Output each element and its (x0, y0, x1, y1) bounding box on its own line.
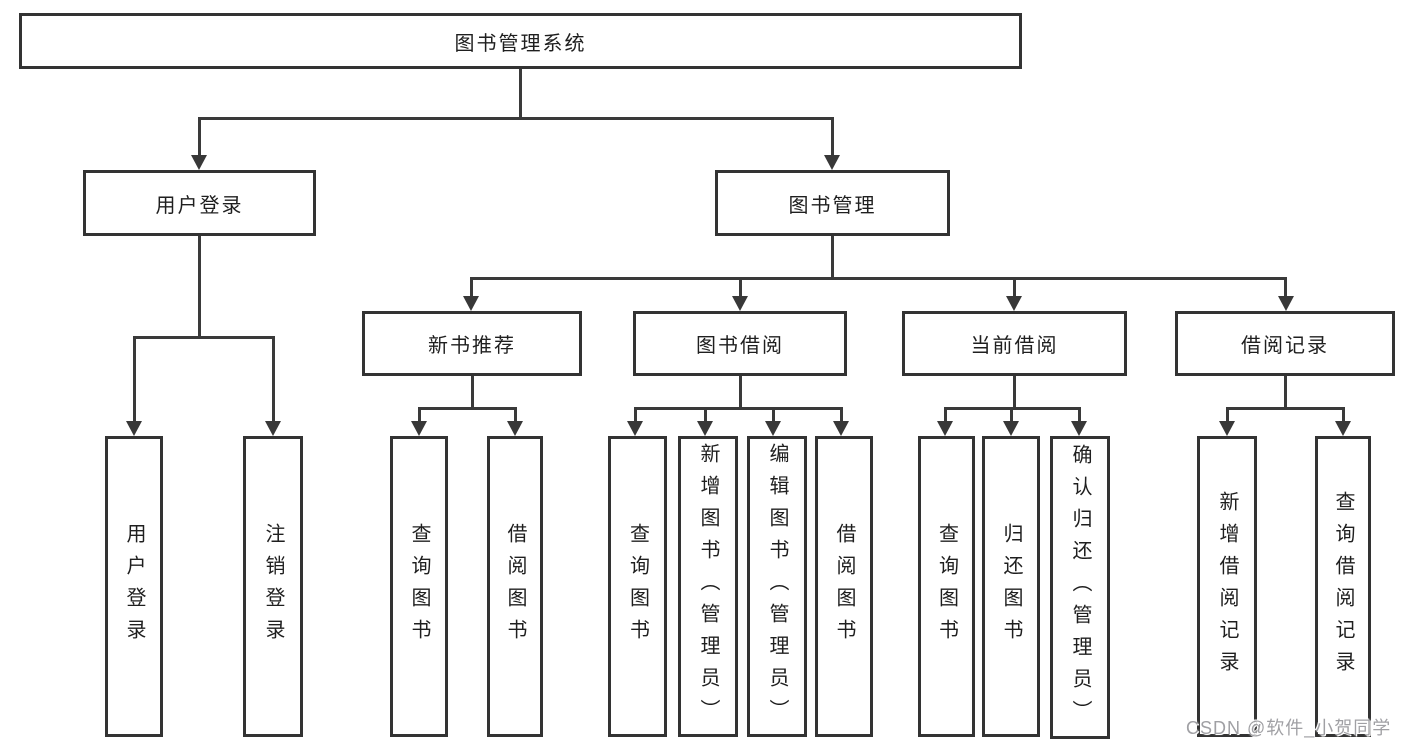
leaf-add-book-admin: 新增图书（管理员） (678, 436, 738, 737)
connector-stem (1078, 407, 1081, 421)
connector-stem (840, 407, 843, 421)
leaf-query-books: 查询图书 (390, 436, 448, 737)
connector-stem (704, 407, 707, 421)
arrow-down-icon (1335, 421, 1351, 436)
connector-stem (772, 407, 775, 421)
node-root-system: 图书管理系统 (19, 13, 1022, 69)
connector-stem (1284, 277, 1287, 296)
connector-stem (944, 407, 947, 421)
connector-stem (634, 407, 637, 421)
connector-user-login-stem (198, 117, 201, 155)
connector-stem (470, 277, 473, 296)
connector-root-stub (519, 69, 522, 117)
arrow-down-icon (411, 421, 427, 436)
leaf-query-borrow-record: 查询借阅记录 (1315, 436, 1371, 737)
leaf-user-login: 用户登录 (105, 436, 163, 737)
arrow-down-icon (1071, 421, 1087, 436)
connector-current-stub (1013, 376, 1016, 410)
leaf-label: 查询图书 (935, 522, 958, 651)
connector-stem (272, 336, 275, 421)
connector-book-mgmt-stem (831, 117, 834, 155)
connector-records-stub (1284, 376, 1287, 410)
leaf-label: 查询图书 (408, 522, 430, 651)
arrow-down-icon (1278, 296, 1294, 311)
node-book-borrow: 图书借阅 (633, 311, 847, 376)
leaf-edit-book-admin: 编辑图书（管理员） (747, 436, 807, 737)
arrow-down-icon (191, 155, 207, 170)
leaf-confirm-return-admin: 确认归还（管理员） (1050, 436, 1110, 739)
arrow-down-icon (697, 421, 713, 436)
leaf-label: 借阅图书 (833, 522, 855, 651)
connector-book-mgmt-stub (831, 236, 834, 280)
arrow-down-icon (824, 155, 840, 170)
leaf-label: 归还图书 (1000, 522, 1022, 651)
arrow-down-icon (1003, 421, 1019, 436)
arrow-down-icon (732, 296, 748, 311)
connector-stem (133, 336, 136, 421)
arrow-down-icon (1006, 296, 1022, 311)
connector-records-hline (1226, 407, 1344, 410)
connector-level2-hline (198, 117, 834, 120)
leaf-label: 编辑图书（管理员） (766, 442, 788, 731)
leaf-label: 查询图书 (626, 522, 649, 651)
arrow-down-icon (1219, 421, 1235, 436)
arrow-down-icon (507, 421, 523, 436)
arrow-down-icon (463, 296, 479, 311)
leaf-label: 新增借阅记录 (1216, 490, 1238, 683)
connector-stem (514, 407, 517, 421)
node-current-borrow: 当前借阅 (902, 311, 1127, 376)
arrow-down-icon (627, 421, 643, 436)
node-borrow-records: 借阅记录 (1175, 311, 1395, 376)
leaf-label: 新增图书（管理员） (697, 442, 719, 731)
node-user-login: 用户登录 (83, 170, 316, 236)
connector-borrow-hline (634, 407, 843, 410)
connector-level3-hline (470, 277, 1287, 280)
connector-stem (1013, 277, 1016, 296)
leaf-borrow-books: 借阅图书 (815, 436, 873, 737)
leaf-label: 借阅图书 (504, 522, 526, 651)
watermark: CSDN @软件_小贺同学 (1186, 718, 1392, 738)
arrow-down-icon (265, 421, 281, 436)
arrow-down-icon (833, 421, 849, 436)
connector-user-login-hline (133, 336, 275, 339)
connector-stem (418, 407, 421, 421)
connector-stem (739, 277, 742, 296)
arrow-down-icon (126, 421, 142, 436)
node-new-book-recommend: 新书推荐 (362, 311, 582, 376)
leaf-logout: 注销登录 (243, 436, 303, 737)
leaf-borrow-books: 借阅图书 (487, 436, 543, 737)
node-book-mgmt: 图书管理 (715, 170, 950, 236)
leaf-label: 注销登录 (262, 522, 284, 651)
connector-borrow-stub (739, 376, 742, 410)
arrow-down-icon (937, 421, 953, 436)
leaf-label: 用户登录 (123, 522, 145, 651)
leaf-label: 确认归还（管理员） (1069, 443, 1091, 732)
connector-recommend-stub (471, 376, 474, 410)
connector-stem (1226, 407, 1229, 421)
arrow-down-icon (765, 421, 781, 436)
leaf-query-books: 查询图书 (918, 436, 975, 737)
leaf-label: 查询借阅记录 (1332, 490, 1354, 683)
connector-recommend-hline (418, 407, 517, 410)
connector-stem (1010, 407, 1013, 421)
leaf-return-books: 归还图书 (982, 436, 1040, 737)
connector-stem (1342, 407, 1345, 421)
leaf-query-books: 查询图书 (608, 436, 667, 737)
connector-user-login-stub (198, 236, 201, 339)
leaf-add-borrow-record: 新增借阅记录 (1197, 436, 1257, 737)
